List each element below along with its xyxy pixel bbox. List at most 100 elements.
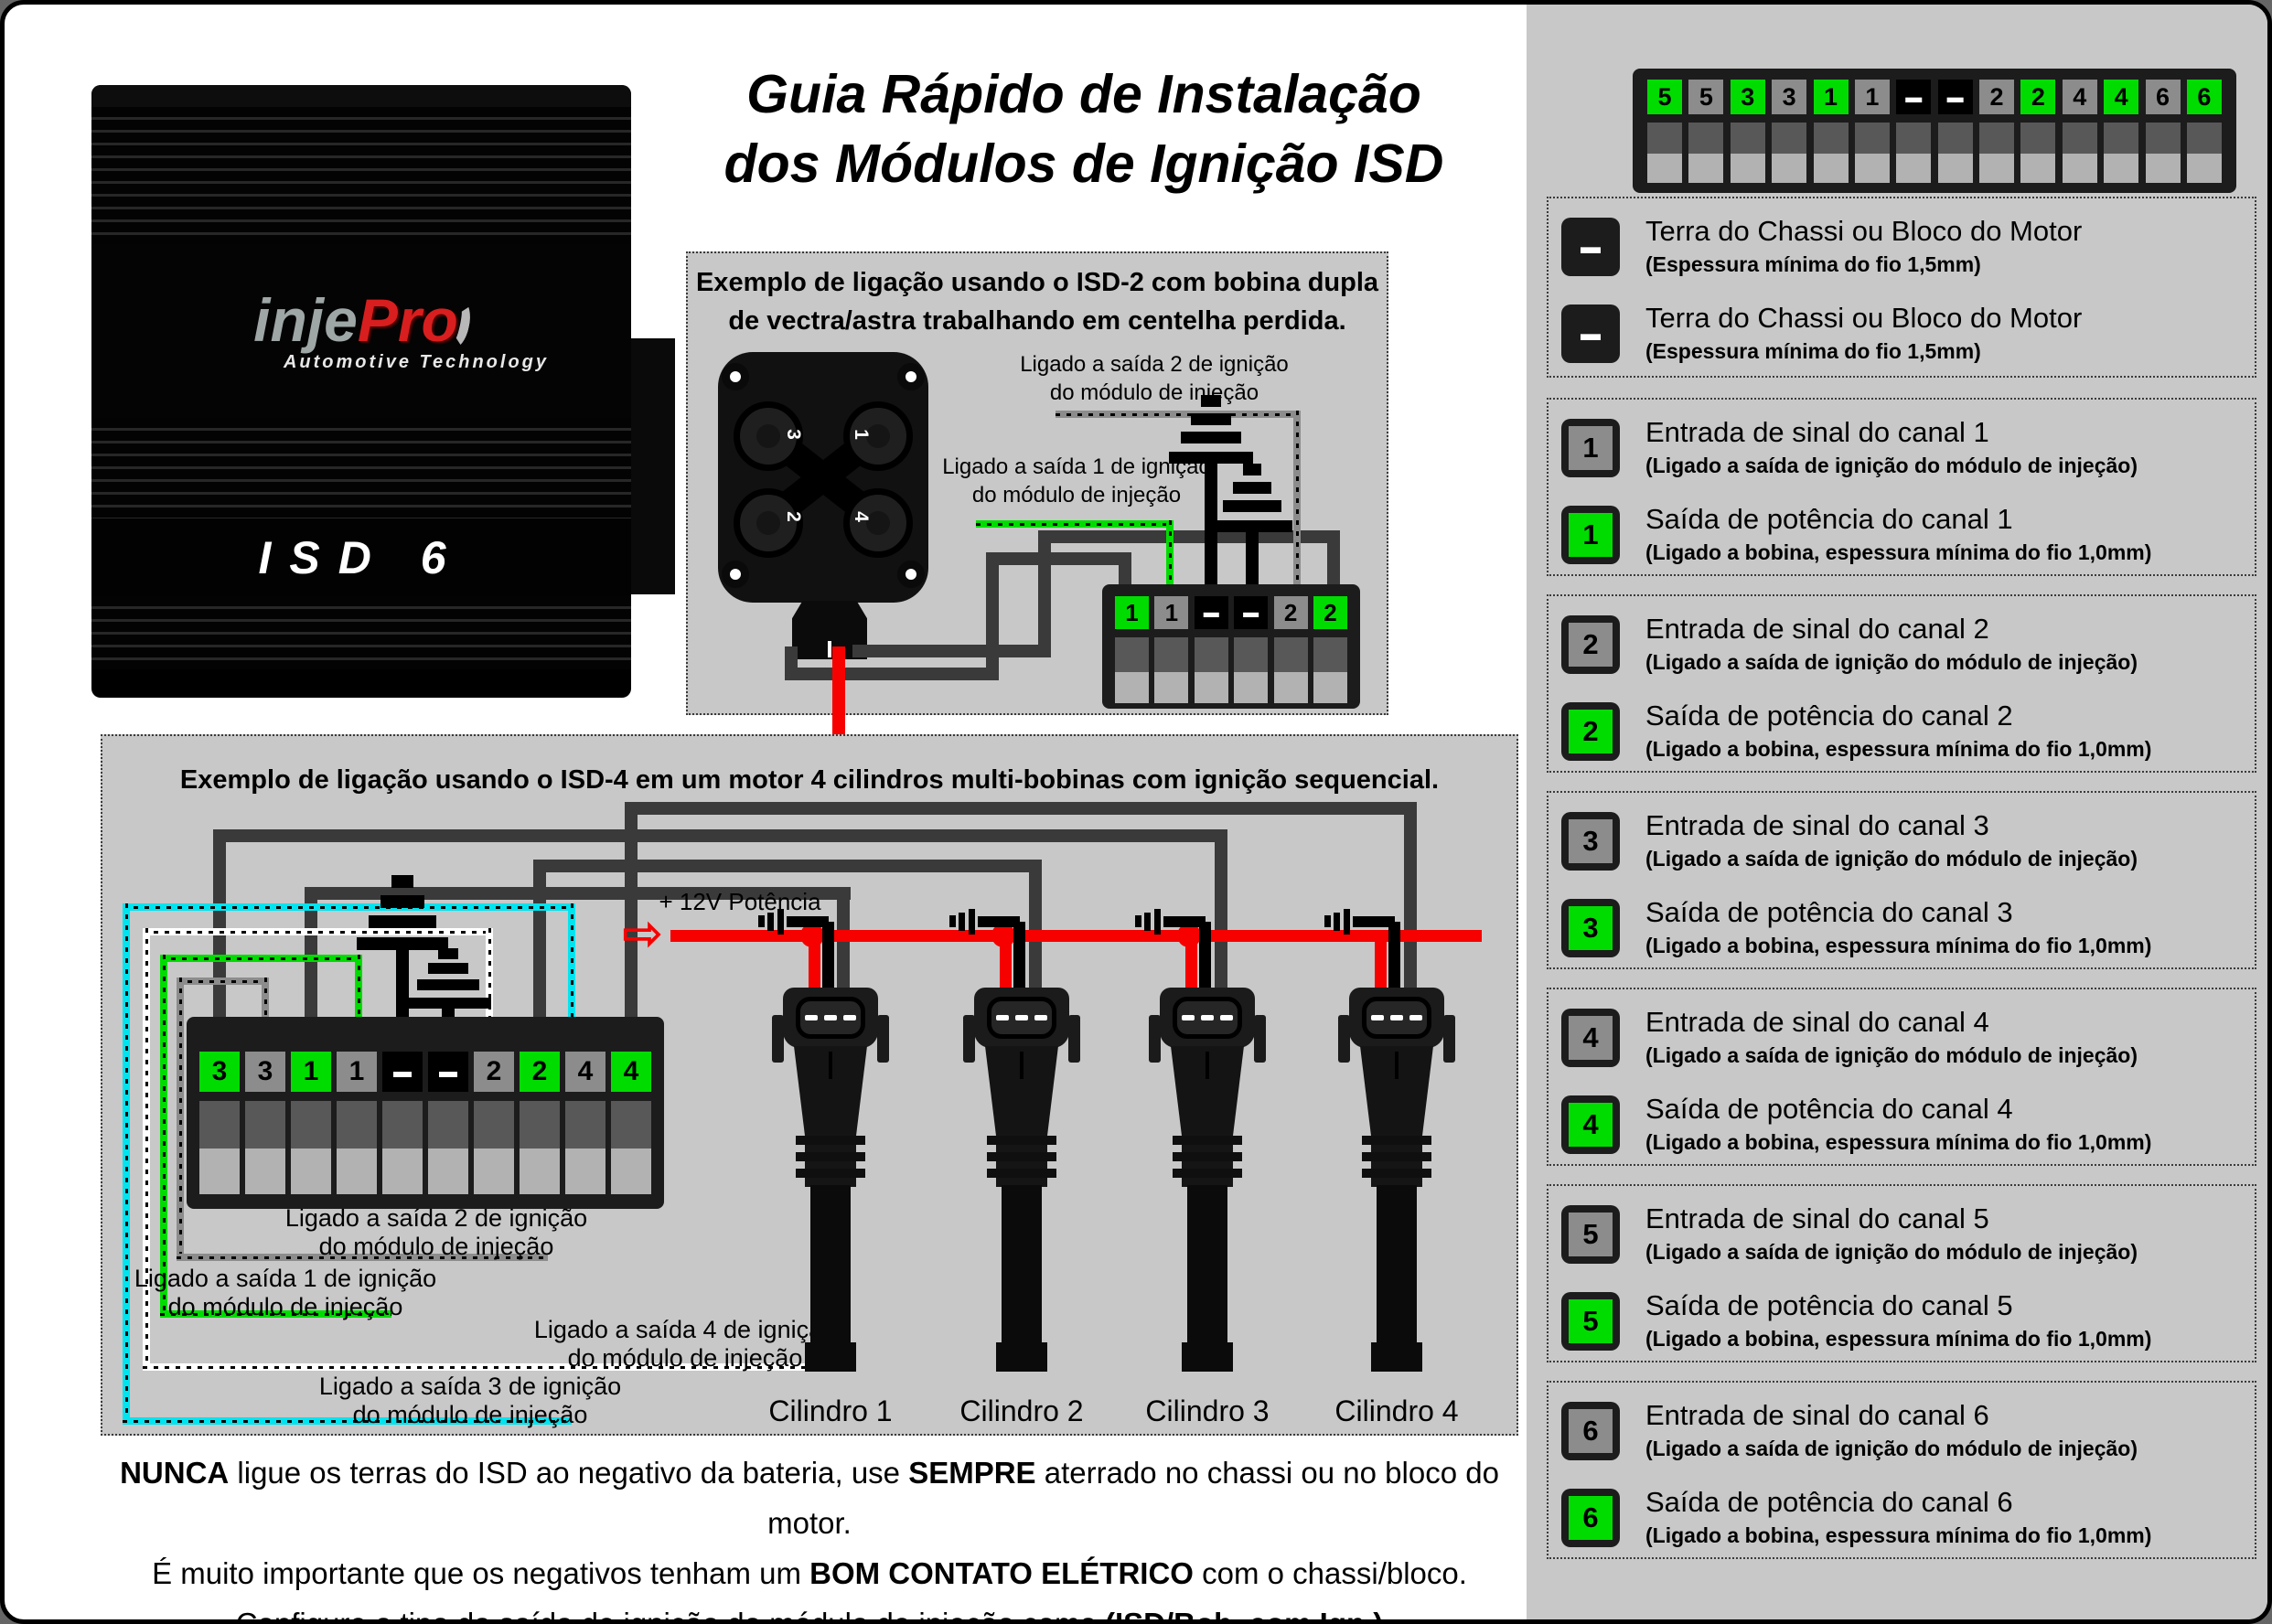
isd4-example-box: Exemplo de ligação usando o ISD-4 em um …	[101, 734, 1518, 1436]
ground-symbol-bar	[978, 916, 1020, 927]
ground-symbol-bar	[1191, 413, 1231, 425]
connector-pin: ▬	[428, 1052, 468, 1194]
ground-symbol-bar	[417, 979, 479, 990]
ground-wire	[1246, 531, 1259, 596]
coil-tab	[963, 1015, 975, 1063]
channel-number: 3	[1569, 819, 1613, 863]
pin-slot	[1979, 123, 2014, 183]
channel-input-text: Entrada de sinal do canal 3 (Ligado a sa…	[1645, 807, 2249, 872]
coil-rib	[796, 1169, 865, 1178]
pin-slot	[1772, 123, 1807, 183]
channel-input-text: Entrada de sinal do canal 4 (Ligado a sa…	[1645, 1003, 2249, 1069]
coil-rib	[987, 1169, 1056, 1178]
isd4-output1-label-line1: Ligado a saída 1 de ignição	[134, 1265, 437, 1292]
coil-tower	[843, 488, 913, 558]
channel-output-item: 6 Saída de potência do canal 6 (Ligado a…	[1559, 1481, 2249, 1558]
power-output-pin-icon: 2	[1561, 702, 1620, 761]
mounting-hole	[897, 561, 925, 588]
signal-wire-output4	[486, 928, 493, 1052]
signal-input-pin-icon: 1	[1561, 419, 1620, 477]
pin-slot	[611, 1101, 651, 1194]
channel-output-item: 1 Saída de potência do canal 1 (Ligado a…	[1559, 498, 2249, 575]
channel-input-subtitle: (Ligado a saída de ignição do módulo de …	[1645, 1240, 2138, 1264]
pin-label: 2	[520, 1052, 560, 1092]
pin-slot	[520, 1101, 560, 1194]
ground-symbol-bar	[787, 916, 829, 927]
device-logo-band: injePro Automotive Technology	[91, 244, 631, 418]
ground-symbol-bar	[1223, 500, 1281, 512]
coil-tower	[734, 401, 803, 471]
connector-pin: 4	[2104, 80, 2139, 183]
connector-pin: ▬	[382, 1052, 423, 1194]
isd4-output1-label-line2: do módulo de injeção	[167, 1293, 403, 1320]
coil-body-notch	[1395, 1052, 1399, 1079]
signal-wire-output1	[976, 520, 1174, 528]
ground-symbol-bar	[1334, 913, 1340, 931]
isd4-output1-label: Ligado a saída 1 de ignição do módulo de…	[102, 1265, 468, 1321]
pin-slot	[1937, 123, 1973, 183]
pin-label: 2	[1313, 596, 1347, 629]
ground-legend-title: Terra do Chassi ou Bloco do Motor	[1645, 302, 2083, 334]
wire-segment	[785, 668, 999, 680]
coil-foot	[1371, 1342, 1422, 1372]
connector-pin: 3	[1772, 80, 1807, 183]
ground-symbol-bar	[428, 963, 468, 974]
signal-wire-output4	[143, 928, 493, 935]
channel-number: 6	[1569, 1409, 1613, 1453]
wire-segment	[986, 552, 1131, 565]
device-fins-top	[91, 107, 631, 244]
pin-label: 2	[2020, 80, 2056, 114]
coil-shaft	[1002, 1185, 1042, 1342]
wire-segment	[1038, 530, 1340, 543]
coil-tower-number: 4	[850, 511, 872, 522]
channel-number: 4	[1569, 1103, 1613, 1147]
channel-output-subtitle: (Ligado a bobina, espessura mínima do fi…	[1645, 1130, 2152, 1154]
isd2-output1-label: Ligado a saída 1 de ignição do módulo de…	[903, 453, 1250, 509]
ground-legend-subtitle: (Espessura mínima do fio 1,5mm)	[1645, 252, 1981, 276]
isd4-output4-label: Ligado a saída 4 de ignição do módulo de…	[502, 1316, 868, 1373]
channel-input-item: 6 Entrada de sinal do canal 6 (Ligado a …	[1559, 1394, 2249, 1471]
coil-power-wire	[1185, 942, 1197, 988]
isd2-output2-label-line1: Ligado a saída 2 de ignição	[1020, 352, 1289, 377]
connector-pin: 4	[565, 1052, 606, 1194]
ignition-coil	[1135, 909, 1266, 1372]
wire-segment	[213, 829, 1227, 842]
signal-wire-output2	[262, 978, 269, 1052]
power-output-pin-icon: 6	[1561, 1489, 1620, 1547]
ground-symbol-bar	[949, 915, 956, 927]
pin-label: 3	[245, 1052, 285, 1092]
power-output-pin-icon: 1	[1561, 506, 1620, 564]
signal-wire-output2	[177, 978, 184, 1261]
connector-pin: 6	[2186, 80, 2222, 183]
footer-line-2: É muito importante que os negativos tenh…	[152, 1556, 1467, 1590]
logo-tagline: Automotive Technology	[283, 351, 550, 372]
coil-body-notch	[1020, 1052, 1023, 1079]
pin-slot	[474, 1101, 514, 1194]
coil-power-wire	[1375, 942, 1387, 988]
coil-body-notch	[829, 1052, 832, 1079]
connector-pin: ▬	[1234, 596, 1269, 703]
channel-number: 3	[1569, 906, 1613, 950]
channel-legend-box: 6 Entrada de sinal do canal 6 (Ligado a …	[1547, 1381, 2256, 1559]
power-output-pin-icon: 5	[1561, 1292, 1620, 1351]
footer-line-1: NUNCA ligue os terras do ISD ao negativo…	[120, 1456, 1499, 1540]
channel-output-item: 4 Saída de potência do canal 4 (Ligado a…	[1559, 1088, 2249, 1165]
channel-input-title: Entrada de sinal do canal 6	[1645, 1399, 1989, 1431]
ground-symbol-bar	[438, 948, 458, 959]
isd2-output2-label-line2: do módulo de injeção	[1049, 380, 1259, 405]
channel-input-text: Entrada de sinal do canal 2 (Ligado a sa…	[1645, 610, 2249, 676]
connector-pin: 2	[1273, 596, 1308, 703]
channel-number: 2	[1569, 623, 1613, 667]
wire-segment	[1029, 860, 1042, 988]
signal-wire-output1	[160, 1310, 391, 1318]
pin-slot	[1896, 123, 1932, 183]
ground-legend-item: ▬ Terra do Chassi ou Bloco do Motor (Esp…	[1559, 297, 2249, 374]
coil-tower	[734, 488, 803, 558]
pin-label: 1	[1813, 80, 1849, 114]
page-title-line1: Guia Rápido de Instalação	[746, 64, 1421, 124]
pin-label: 2	[1273, 596, 1308, 629]
connector-key	[828, 641, 831, 657]
power-bus-wire	[670, 930, 1482, 942]
wire-segment	[986, 552, 999, 680]
ground-legend-title: Terra do Chassi ou Bloco do Motor	[1645, 215, 2083, 247]
